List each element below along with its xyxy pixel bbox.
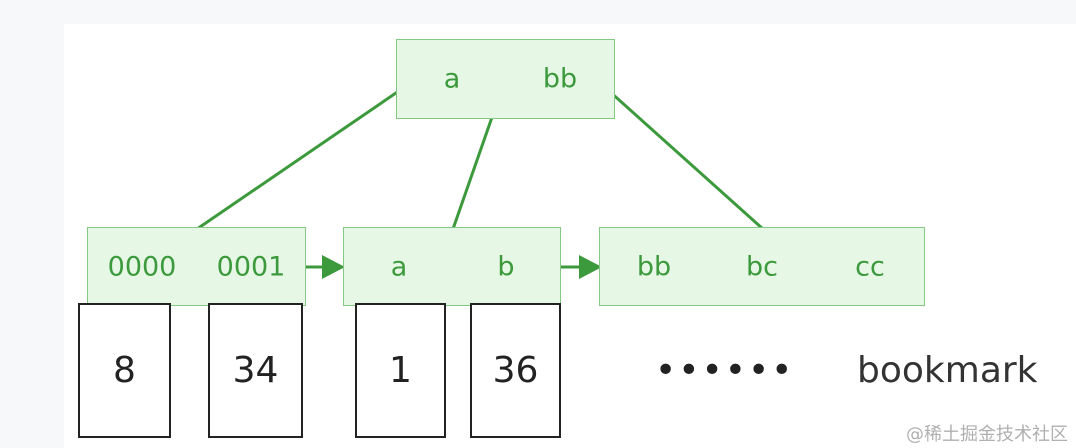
ellipsis: •••••• <box>655 350 795 391</box>
bookmark-label: bookmark <box>857 350 1038 391</box>
root-key-a: a <box>443 63 461 95</box>
leaf-3-key-cc: cc <box>855 251 885 283</box>
leaf-node-3 <box>599 227 925 306</box>
leaf-node-2 <box>343 227 561 306</box>
bookmark-box-2: 34 <box>208 303 303 438</box>
watermark: @稀土掘金技术社区 <box>906 424 1068 445</box>
leaf-1-key-0000: 0000 <box>107 251 177 283</box>
arrow-leaf-1-to-2-head <box>322 255 345 279</box>
leaf-3-key-bb: bb <box>636 251 672 283</box>
arrow-leaf-2-to-3-head <box>579 255 602 279</box>
leaf-2-key-b: b <box>497 251 515 283</box>
leaf-node-1 <box>87 227 306 306</box>
bookmark-box-3: 1 <box>355 303 446 438</box>
edge-root-to-leaf-1 <box>196 80 413 231</box>
leaf-2-key-a: a <box>390 251 408 283</box>
root-node <box>396 39 615 119</box>
root-key-bb: bb <box>542 63 578 95</box>
leaf-3-key-bc: bc <box>746 251 778 283</box>
edge-root-to-leaf-3 <box>597 80 765 231</box>
bookmark-box-4: 36 <box>470 303 561 438</box>
leaf-1-key-0001: 0001 <box>216 251 286 283</box>
bookmark-box-1: 8 <box>78 303 171 438</box>
